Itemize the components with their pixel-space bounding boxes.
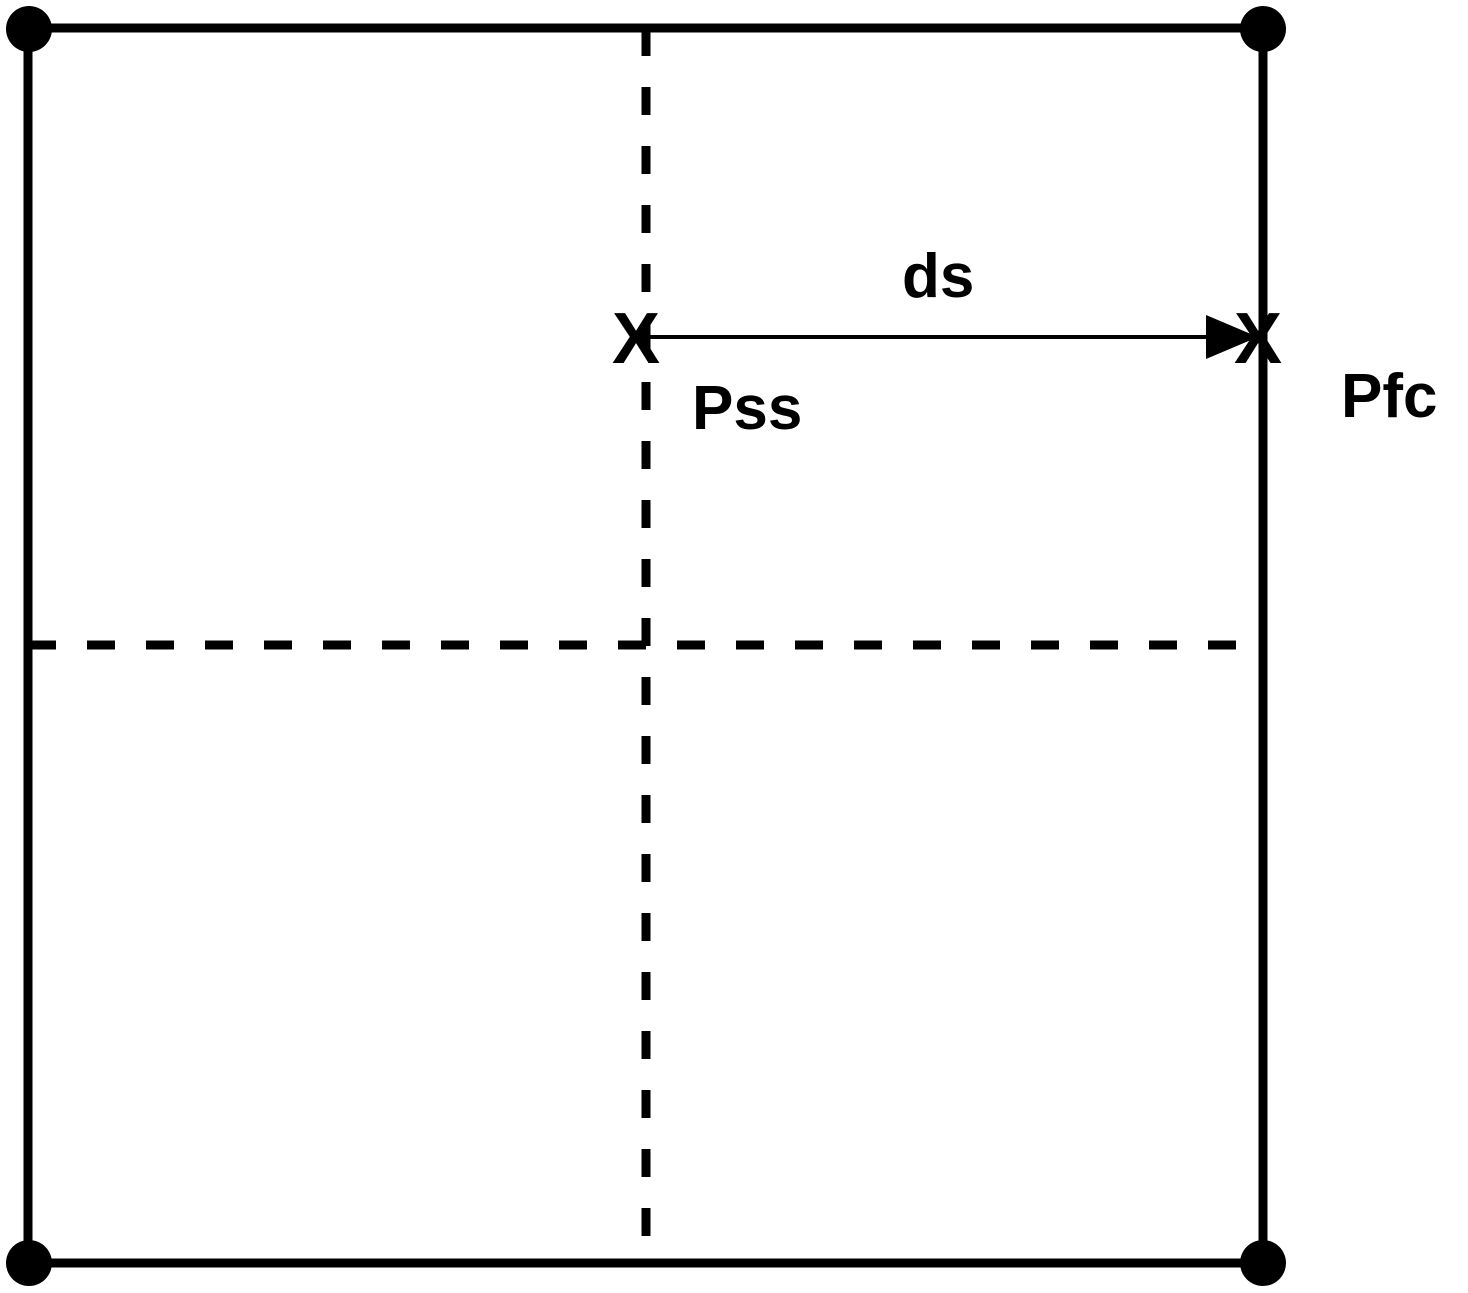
corner-dot-bottom-right: [1240, 1240, 1286, 1286]
corner-dot-top-right: [1240, 6, 1286, 52]
pss-label: Pss: [692, 374, 803, 443]
corner-dot-bottom-left: [6, 1240, 52, 1286]
ds-label: ds: [902, 242, 975, 311]
pfc-label: Pfc: [1341, 362, 1438, 431]
corner-dot-top-left: [6, 6, 52, 52]
ds-dimension-arrow: [650, 315, 1258, 359]
ds-arrow-head: [1206, 315, 1258, 359]
pss-x-marker: X: [612, 299, 661, 379]
pfc-x-marker: X: [1234, 299, 1283, 379]
